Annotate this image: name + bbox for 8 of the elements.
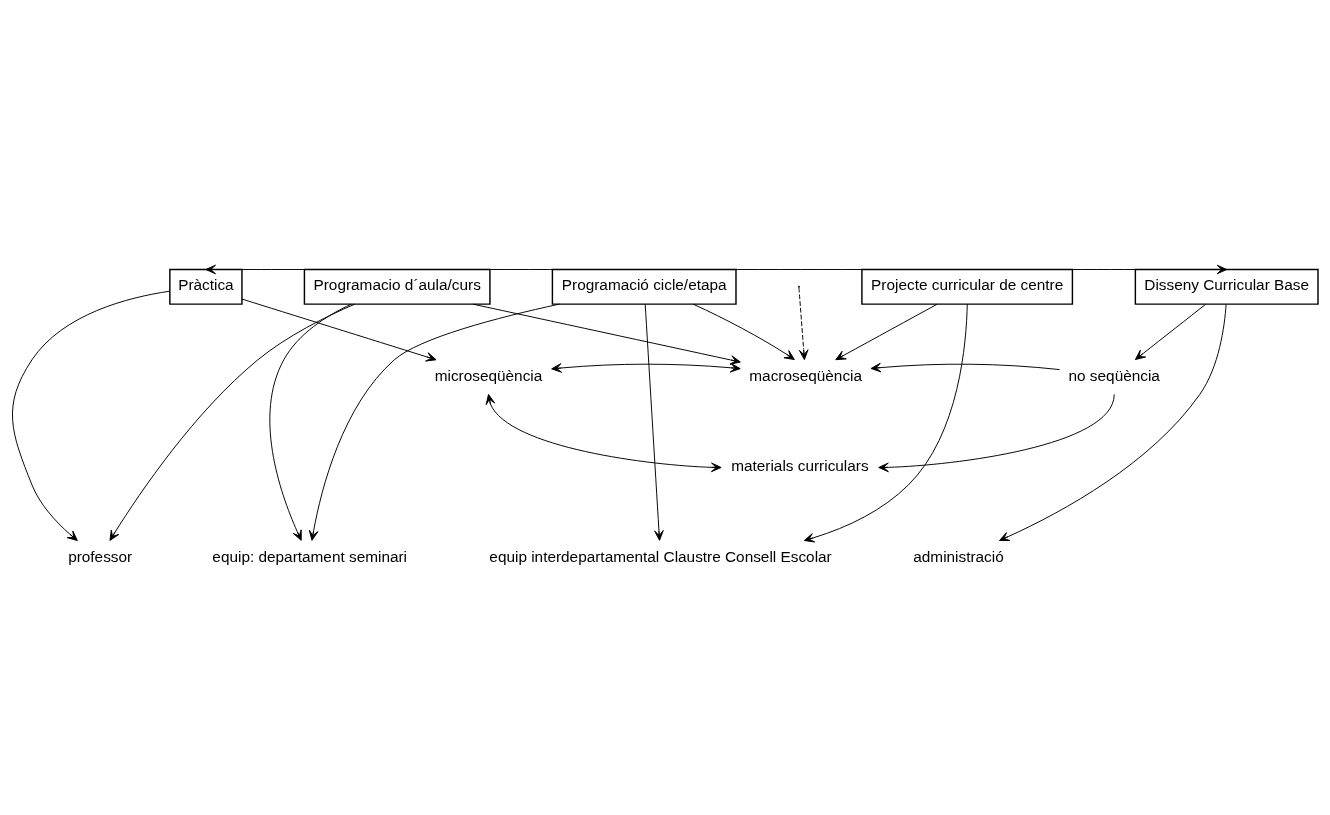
node-text: materials curriculars <box>731 457 869 475</box>
node-text: professor <box>68 547 133 565</box>
node-text: equip: departament seminari <box>212 547 408 565</box>
node-text: administració <box>913 547 1004 565</box>
node-text: macroseqüència <box>749 366 863 384</box>
node-text: microseqüència <box>434 366 543 384</box>
node-text: no seqüència <box>1068 366 1160 384</box>
node-text: equip interdepartamental Claustre Consell Escolar <box>489 547 832 565</box>
